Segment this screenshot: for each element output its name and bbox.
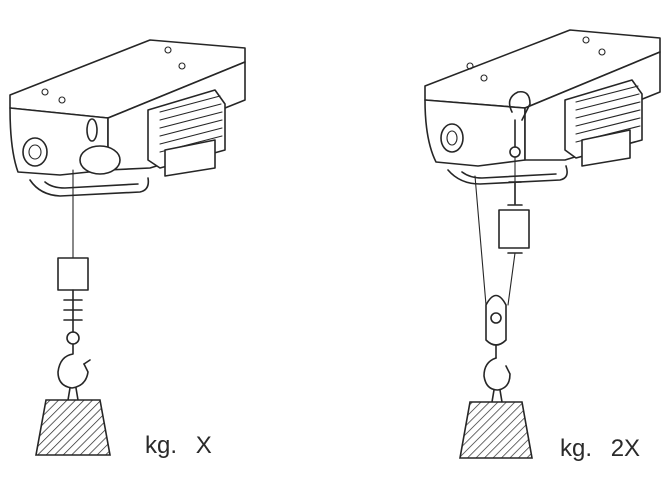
limit-spring xyxy=(63,299,83,333)
load-weight xyxy=(459,401,533,459)
load-weight xyxy=(35,399,111,456)
hoist-double-line: kg. 2X xyxy=(424,29,661,462)
hook xyxy=(483,344,511,403)
pulley-block xyxy=(485,294,507,346)
hoist-body xyxy=(9,39,246,197)
hoist-body xyxy=(424,29,661,185)
hook xyxy=(57,331,91,401)
load-label-single: kg. X xyxy=(145,432,212,459)
hoist-single-line: kg. X xyxy=(9,39,246,459)
load-label-double: kg. 2X xyxy=(560,435,640,462)
rope-left xyxy=(474,175,487,306)
limit-block xyxy=(57,257,89,291)
limit-block xyxy=(498,209,530,249)
